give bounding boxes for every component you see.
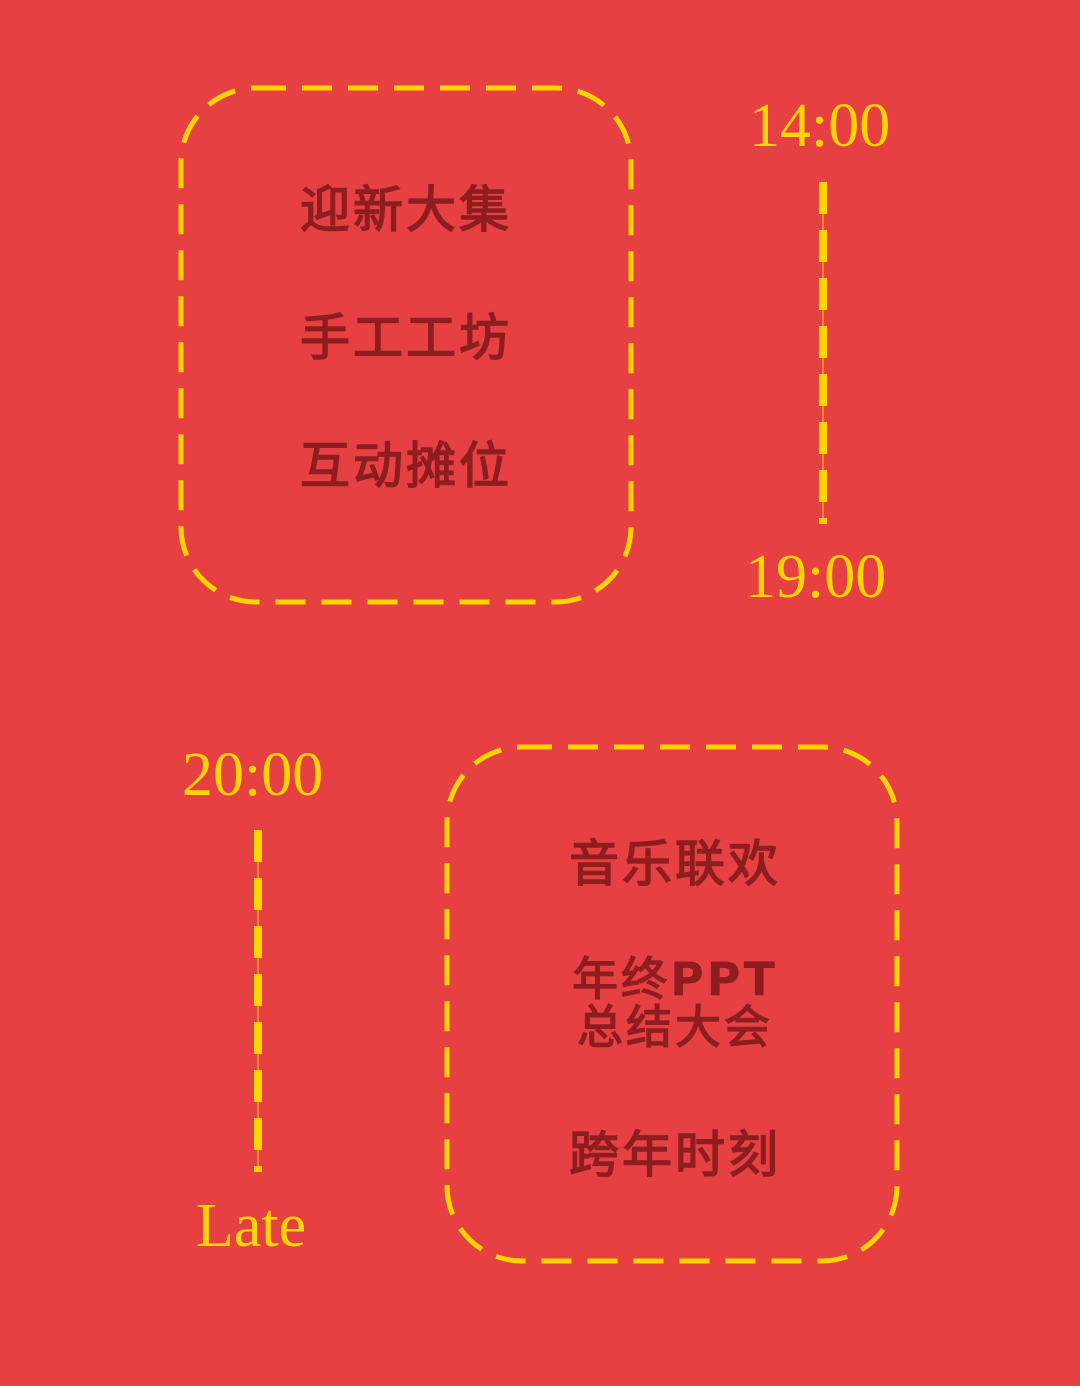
activity-line: 年终PPT	[572, 952, 778, 1006]
time-start-2: 20:00	[182, 741, 324, 809]
time-start-1: 14:00	[749, 92, 891, 160]
activity-new-year-countdown: 跨年时刻	[569, 1126, 781, 1184]
timeline-line-1	[819, 182, 827, 524]
activity-handcraft-workshop: 手工工坊	[300, 309, 512, 367]
activity-welcome-fair: 迎新大集	[300, 181, 512, 239]
schedule-box-2	[444, 744, 900, 1264]
time-end-1: 19:00	[745, 543, 887, 611]
activity-line: 总结大会	[577, 1000, 773, 1054]
activity-year-end-ppt: 年终PPT 总结大会	[505, 955, 845, 1051]
activity-interactive-booths: 互动摊位	[300, 437, 512, 495]
activity-music-party: 音乐联欢	[569, 835, 781, 893]
time-end-2: Late	[196, 1192, 307, 1260]
timeline-line-2	[254, 830, 262, 1172]
schedule-box-1	[178, 85, 634, 605]
